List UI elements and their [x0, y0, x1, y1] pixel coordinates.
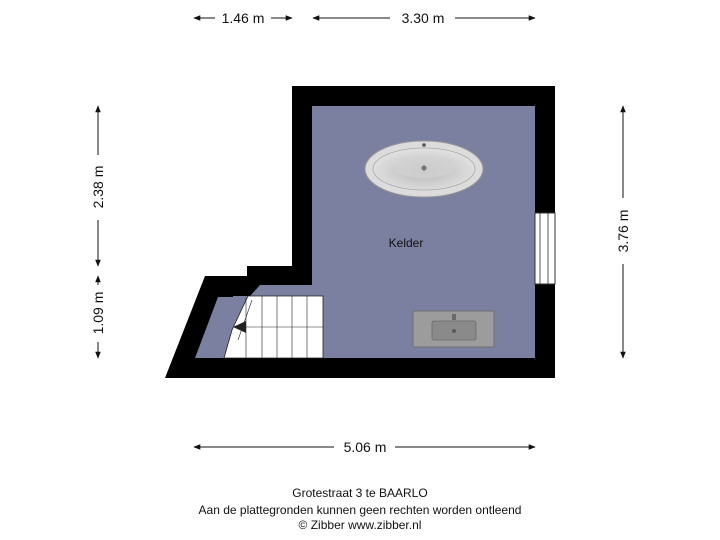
dim-label-left-upper: 2.38 m: [90, 166, 106, 209]
window: [534, 212, 556, 285]
dim-label-right: 3.76 m: [615, 210, 631, 253]
footer-disclaimer: Aan de plattegronden kunnen geen rechten…: [198, 503, 522, 517]
dim-label-left-lower: 1.09 m: [90, 292, 106, 335]
stair-landing-floor: [195, 297, 248, 358]
dim-label-bottom: 5.06 m: [344, 439, 387, 455]
staircase: [223, 295, 324, 359]
stair-direction-arrow: [233, 321, 246, 333]
dim-label-top-left: 1.46 m: [222, 10, 265, 26]
sink: [412, 310, 495, 348]
footer-copyright: © Zibber www.zibber.nl: [298, 518, 422, 532]
dimension-lines: [95, 15, 626, 450]
footer-address: Grotestraat 3 te BAARLO: [292, 486, 428, 500]
room-label-kelder: Kelder: [389, 236, 424, 250]
bathtub: [364, 140, 484, 198]
dim-label-top-right: 3.30 m: [402, 10, 445, 26]
